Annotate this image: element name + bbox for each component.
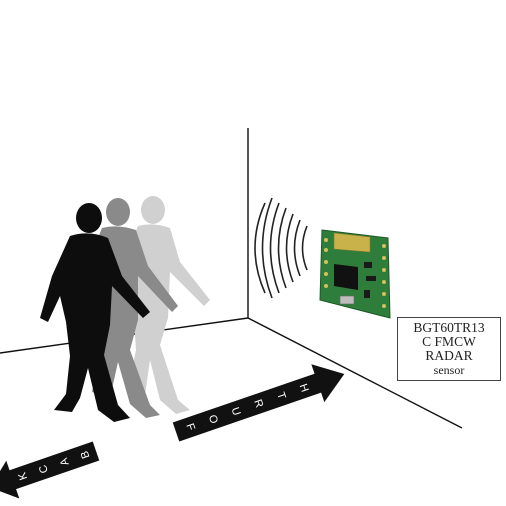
sensor-label-box: BGT60TR13 C FMCW RADAR sensor — [397, 317, 501, 381]
back-arrow: B A C K — [0, 441, 100, 499]
forward-letter: F — [183, 422, 197, 433]
back-arrow-shape — [0, 441, 100, 499]
radar-wave-arc — [269, 202, 280, 294]
back-letter: B — [79, 449, 93, 460]
back-letter: K — [16, 470, 30, 481]
floor-right-edge — [247, 317, 463, 429]
forward-letter: H — [297, 382, 311, 393]
walking-figure-dark — [40, 203, 150, 422]
radar-chip — [334, 264, 358, 290]
radar-wave-arc — [277, 207, 287, 289]
back-letter: A — [58, 456, 72, 467]
forward-letter: T — [274, 391, 288, 402]
board-pads — [324, 238, 386, 308]
radar-wave-arc — [301, 225, 308, 271]
sensor-label-line: BGT60TR13 — [413, 320, 485, 335]
forward-arrow-shape — [172, 364, 345, 442]
back-letter: C — [37, 463, 51, 474]
board-components — [364, 262, 376, 298]
board-antenna-area — [333, 232, 371, 253]
sensor-label-line: sensor — [433, 363, 465, 377]
radar-sensor-board — [319, 229, 391, 319]
sensor-label-line: RADAR — [425, 348, 473, 363]
radar-wave-arc — [285, 213, 294, 283]
forward-letter: U — [229, 406, 243, 417]
radar-waves — [254, 197, 308, 299]
forward-letter: R — [251, 398, 265, 409]
usb-connector — [339, 295, 355, 305]
forward-arrow: F O U R T H — [172, 364, 345, 442]
sensor-label-line: C FMCW — [422, 334, 476, 349]
radar-wave-arc — [261, 197, 273, 299]
radar-wave-arc — [293, 219, 301, 277]
radar-wave-arc — [254, 202, 266, 294]
